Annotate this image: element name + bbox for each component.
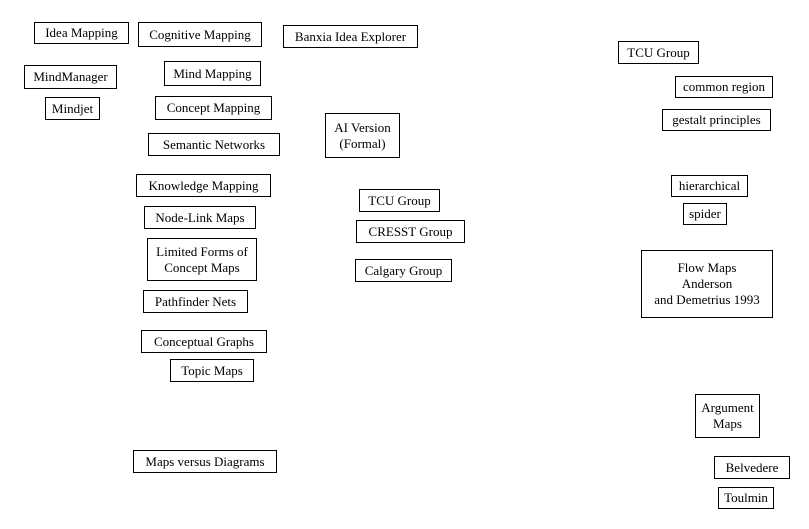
node-label-line: AI Version: [334, 119, 391, 135]
node-label-line: Toulmin: [724, 490, 768, 506]
node-cognitive-mapping[interactable]: Cognitive Mapping: [138, 22, 262, 47]
node-banxia-idea-explorer[interactable]: Banxia Idea Explorer: [283, 25, 418, 48]
node-label-line: Idea Mapping: [45, 25, 118, 41]
node-label-line: Topic Maps: [181, 362, 243, 378]
node-tcu-group-right[interactable]: TCU Group: [618, 41, 699, 64]
node-concept-mapping[interactable]: Concept Mapping: [155, 96, 272, 120]
node-label-line: common region: [683, 79, 765, 95]
node-conceptual-graphs[interactable]: Conceptual Graphs: [141, 330, 267, 353]
node-common-region[interactable]: common region: [675, 76, 773, 98]
node-label-line: Limited Forms of: [156, 243, 248, 259]
node-mind-mapping[interactable]: Mind Mapping: [164, 61, 261, 86]
node-label-line: Semantic Networks: [162, 136, 266, 152]
node-label-line: spider: [689, 206, 721, 222]
node-gestalt-principles[interactable]: gestalt principles: [662, 109, 771, 131]
node-label-line: TCU Group: [627, 44, 690, 60]
node-spider[interactable]: spider: [683, 203, 727, 225]
node-label-line: TCU Group: [368, 192, 431, 208]
node-label-line: Node-Link Maps: [155, 209, 245, 225]
node-label-line: Concept Maps: [164, 259, 240, 275]
node-label-line: and Demetrius 1993: [654, 291, 760, 307]
node-knowledge-mapping[interactable]: Knowledge Mapping: [136, 174, 271, 197]
node-label-line: Flow Maps: [677, 260, 737, 276]
node-label-line: Mindjet: [51, 100, 94, 116]
node-idea-mapping[interactable]: Idea Mapping: [34, 22, 129, 44]
node-label-line: Maps versus Diagrams: [145, 453, 265, 469]
node-label-line: Calgary Group: [364, 262, 443, 278]
node-ai-version-formal[interactable]: AI Version(Formal): [325, 113, 400, 158]
node-label-line: Belvedere: [725, 459, 779, 475]
node-topic-maps[interactable]: Topic Maps: [170, 359, 254, 382]
node-label-line: Pathfinder Nets: [154, 293, 237, 309]
node-cresst-group[interactable]: CRESST Group: [356, 220, 465, 243]
node-label-line: Concept Mapping: [166, 100, 261, 116]
node-label-line: (Formal): [339, 135, 386, 151]
node-node-link-maps[interactable]: Node-Link Maps: [144, 206, 256, 229]
node-label-line: Cognitive Mapping: [149, 26, 251, 42]
node-mindjet[interactable]: Mindjet: [45, 97, 100, 120]
node-label-line: Anderson: [681, 276, 733, 292]
node-maps-versus-diagrams[interactable]: Maps versus Diagrams: [133, 450, 277, 473]
node-label-line: MindManager: [33, 69, 108, 85]
node-label-line: Banxia Idea Explorer: [294, 28, 407, 44]
node-label-line: Mind Mapping: [173, 65, 252, 81]
node-mindmanager[interactable]: MindManager: [24, 65, 117, 89]
node-calgary-group[interactable]: Calgary Group: [355, 259, 452, 282]
node-tcu-group-middle[interactable]: TCU Group: [359, 189, 440, 212]
node-semantic-networks[interactable]: Semantic Networks: [148, 133, 280, 156]
node-belvedere[interactable]: Belvedere: [714, 456, 790, 479]
node-label-line: gestalt principles: [672, 112, 761, 128]
node-label-line: Maps: [713, 416, 742, 431]
node-label-line: Conceptual Graphs: [153, 333, 254, 349]
node-hierarchical[interactable]: hierarchical: [671, 175, 748, 197]
node-label-line: hierarchical: [678, 178, 741, 194]
node-label-line: Argument: [701, 400, 754, 416]
node-pathfinder-nets[interactable]: Pathfinder Nets: [143, 290, 248, 313]
node-label-line: CRESST Group: [368, 223, 453, 239]
node-toulmin[interactable]: Toulmin: [718, 487, 774, 509]
node-label-line: Knowledge Mapping: [148, 177, 259, 193]
